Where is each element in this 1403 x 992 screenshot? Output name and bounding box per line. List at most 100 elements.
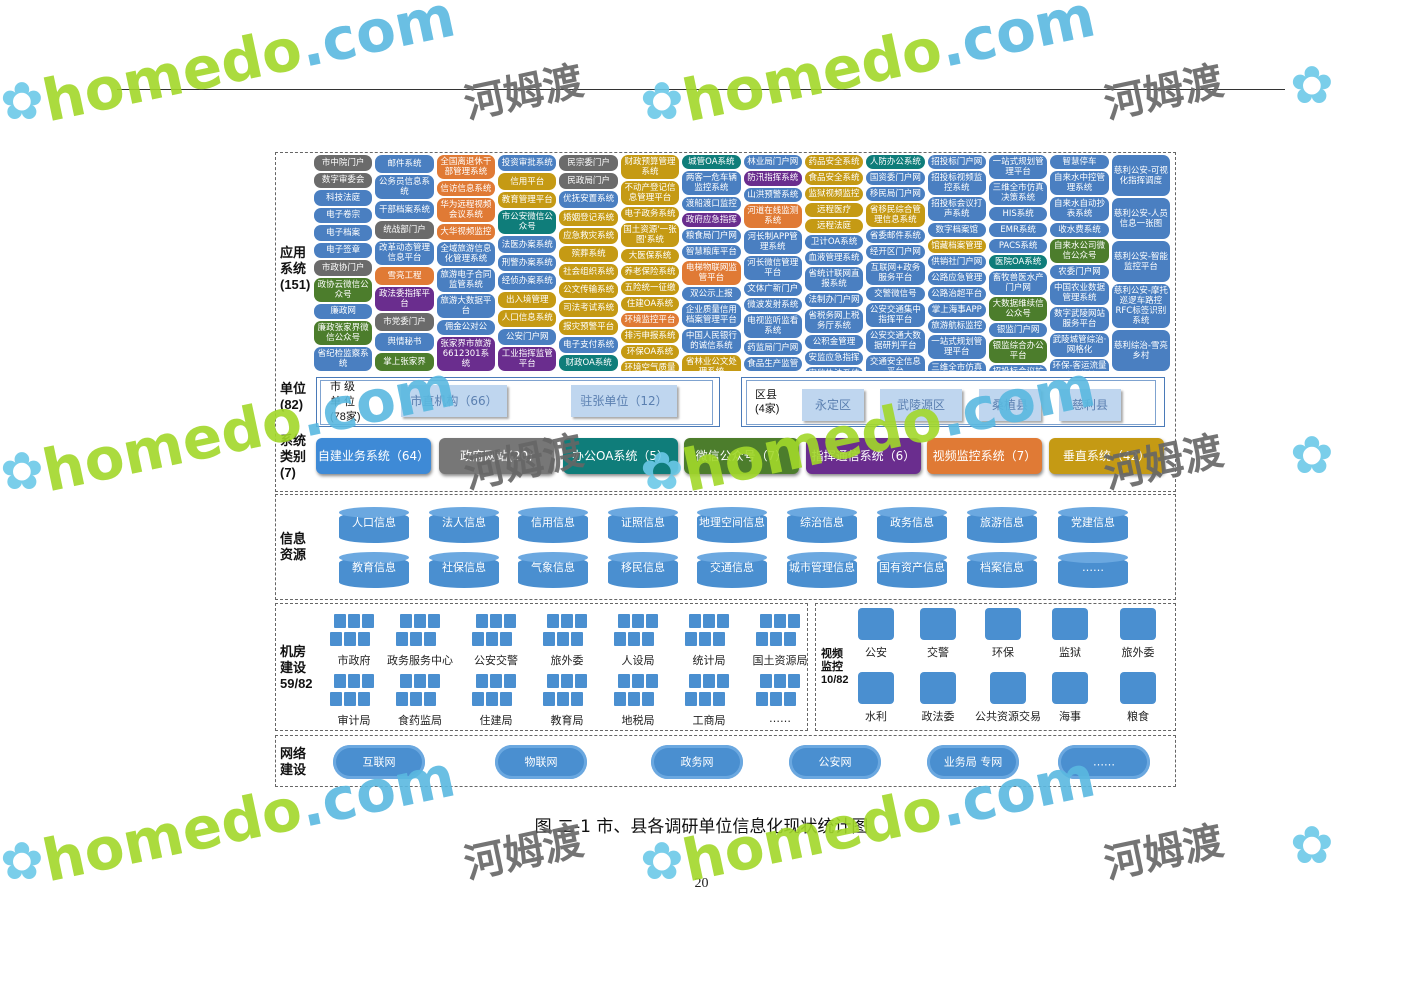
- system-type-button: 视频监控系统（7）: [927, 438, 1042, 474]
- app-system-pill: 药监局门户网: [743, 340, 802, 355]
- server-unit: [400, 674, 412, 688]
- info-database-icon: 信用信息: [518, 507, 588, 543]
- app-system-pill: 文体广新门户: [743, 281, 802, 297]
- app-system-pill: 旅游航标监控: [927, 319, 986, 333]
- flower-logo-icon: ✿: [1290, 426, 1334, 486]
- app-system-pill: 城管OA系统: [682, 155, 741, 169]
- info-resource-label: 交通信息: [710, 561, 754, 574]
- app-system-pill: 远程法庭: [804, 219, 864, 233]
- app-system-pill: 三维全市仿真决策系统: [988, 181, 1048, 205]
- app-system-pill: 自来水公司微信公众号: [1050, 239, 1109, 263]
- app-system-pill: 信访信息系统: [436, 181, 496, 197]
- unit-county-2: 桑植县: [979, 389, 1041, 421]
- server-rack-icon: [685, 674, 733, 708]
- label-info-resources: 信息 资源: [280, 531, 307, 562]
- homedo-watermark: ✿homedo.com河姆渡: [0, 0, 587, 136]
- server-room-label: 审计局: [337, 714, 371, 727]
- app-system-pill: 河道在线监测系统: [743, 203, 802, 228]
- app-system-pill: 电梯物联网监管平台: [682, 261, 741, 285]
- app-system-pill: 数字档案馆: [927, 223, 986, 237]
- app-system-pill: 公积金管理: [804, 335, 864, 349]
- server-unit: [614, 632, 626, 646]
- server-unit: [575, 614, 587, 628]
- info-database-icon: 人口信息: [339, 507, 409, 543]
- info-database-icon: 综治信息: [787, 507, 857, 543]
- app-system-pill: 慈利公安-摩托巡逻车路控RFC标签识别系统: [1111, 284, 1171, 328]
- app-system-pill: 邮件系统: [375, 155, 434, 173]
- database-top: [339, 507, 409, 518]
- app-system-pill: 养老保险系统: [620, 265, 680, 279]
- app-system-pill: 中国人民银行的诚信系统: [682, 329, 741, 353]
- app-system-pill: 武陵城管综治·网格化: [1050, 333, 1109, 357]
- server-unit: [685, 692, 697, 706]
- video-monitor-label: 政法委: [921, 710, 955, 723]
- app-system-pill: 市政协门户: [314, 260, 373, 276]
- server-unit: [642, 632, 654, 646]
- server-room: 人设局: [608, 614, 668, 668]
- server-rack-icon: [396, 614, 444, 648]
- info-database-icon: 国有资产信息: [877, 552, 947, 588]
- database-top: [1058, 552, 1128, 563]
- network-section: [275, 735, 1176, 787]
- database-top: [787, 507, 857, 518]
- app-system-pill: 大数据维续信公众号: [988, 297, 1048, 321]
- server-unit: [770, 692, 782, 706]
- app-column: 慈利公安-可视化指挥调度慈利公安-人员信息一张图慈利公安-智能监控平台慈利公安-…: [1111, 155, 1171, 371]
- info-database-icon: 政务信息: [877, 507, 947, 543]
- video-monitor-item: 监狱: [1040, 608, 1100, 660]
- video-monitor-label: 环保: [992, 646, 1014, 659]
- watermark-brand-name: homedo: [36, 13, 308, 135]
- server-room: 地税局: [608, 674, 668, 728]
- database-top: [1058, 507, 1128, 518]
- app-system-pill: 优抚安置系统: [559, 191, 618, 208]
- app-system-pill: 省委邮件系统: [866, 229, 925, 243]
- app-system-pill: 廉政张家界微信公众号: [314, 321, 373, 345]
- app-system-pill: 一站式规划管理平台: [927, 335, 986, 359]
- app-system-pill: 环保OA系统: [620, 345, 680, 359]
- server-room-label: 统计局: [692, 654, 726, 667]
- video-monitor-label: 海事: [1059, 710, 1081, 723]
- server-unit: [334, 614, 346, 628]
- server-unit: [642, 692, 654, 706]
- app-system-pill: 双公示上报: [682, 287, 741, 301]
- app-system-pill: 省林业公文处理系统: [682, 355, 741, 371]
- app-system-pill: 数字武陵网站服务平台: [1050, 307, 1109, 331]
- server-unit: [632, 674, 644, 688]
- app-system-pill: 出入境管理: [498, 291, 557, 309]
- server-unit: [703, 674, 715, 688]
- server-unit: [774, 674, 786, 688]
- app-system-pill: 国土资源'一张图'系统: [620, 223, 680, 247]
- app-system-pill: 民政局门户: [559, 173, 618, 190]
- network-cloud-icon: 政务网: [651, 745, 743, 779]
- app-system-pill: 智慧粮库平台: [682, 245, 741, 259]
- app-system-pill: 公安门户网: [498, 328, 557, 345]
- server-unit: [717, 614, 729, 628]
- app-system-pill: 财政预算管理系统: [620, 155, 680, 179]
- app-system-pill: 华为远程视频会议系统: [436, 198, 496, 223]
- app-system-pill: 河长微信管理平台: [743, 255, 802, 280]
- app-system-pill: 环境监控平台: [620, 313, 680, 327]
- server-unit: [618, 614, 630, 628]
- app-system-pill: 国资委门户网: [866, 171, 925, 185]
- city-units-label: 市 级 单 位 (78家): [330, 381, 361, 423]
- server-unit: [486, 632, 498, 646]
- app-system-pill: 省税务网上税务厅系统: [804, 309, 864, 333]
- server-unit: [543, 692, 555, 706]
- server-unit: [628, 692, 640, 706]
- video-monitor-label: 公共资源交易: [975, 710, 1041, 723]
- county-units-box: [741, 377, 1165, 427]
- server-unit: [689, 614, 701, 628]
- video-monitor-label: 监狱: [1059, 646, 1081, 659]
- server-unit: [543, 632, 555, 646]
- app-system-pill: 住建OA系统: [620, 297, 680, 311]
- server-unit: [646, 674, 658, 688]
- app-system-pill: 人口信息系统: [498, 310, 557, 327]
- server-room-label: 政务服务中心: [387, 654, 453, 667]
- app-system-pill: 市中院门户: [314, 155, 373, 171]
- app-system-pill: 药品安全系统: [804, 155, 864, 169]
- info-database-icon: 党建信息: [1058, 507, 1128, 543]
- app-system-pill: 婚姻登记系统: [559, 209, 618, 226]
- server-unit: [699, 692, 711, 706]
- info-database-icon: 旅游信息: [967, 507, 1037, 543]
- info-database-icon: 气象信息: [518, 552, 588, 588]
